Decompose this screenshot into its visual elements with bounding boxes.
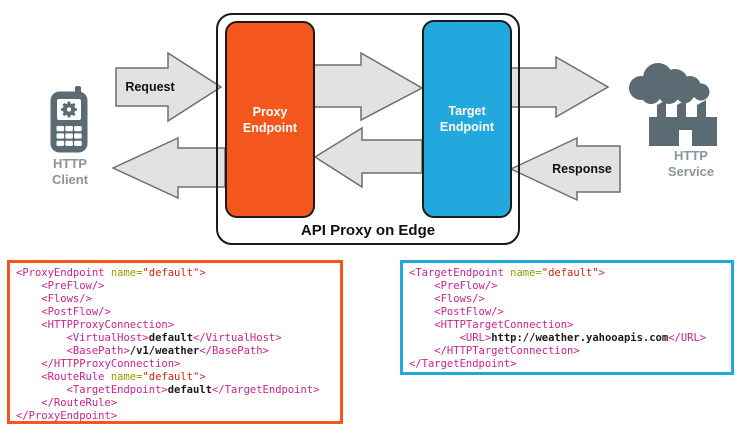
code-line: <URL>http://weather.yahooapis.com</URL> [409, 332, 707, 344]
code-line: <ProxyEndpoint name="default"> [16, 267, 206, 279]
target-endpoint-code-block: <TargetEndpoint name="default"> <PreFlow… [400, 260, 734, 375]
proxy-to-target-arrow [312, 51, 424, 122]
api-proxy-container-label: API Proxy on Edge [300, 222, 436, 239]
code-line: <VirtualHost>default</VirtualHost> [16, 332, 282, 344]
code-line: <HTTPTargetConnection> [409, 319, 574, 331]
code-line: <PreFlow/> [409, 280, 498, 292]
code-line: <Flows/> [16, 293, 92, 305]
factory-icon [649, 100, 717, 146]
code-line: <Flows/> [409, 293, 485, 305]
code-line: <PreFlow/> [16, 280, 105, 292]
code-line: <HTTPProxyConnection> [16, 319, 175, 331]
code-line: <RouteRule name="default"> [16, 371, 206, 383]
request-arrow-label: Request [125, 80, 175, 94]
target-endpoint-box: Target Endpoint [422, 20, 512, 218]
request-arrow [115, 51, 223, 123]
proxy-endpoint-label-line2: Endpoint [242, 120, 298, 135]
code-line: </ProxyEndpoint> [16, 410, 118, 422]
http-service-icon [629, 63, 717, 146]
http-service-label-line2: Service [667, 164, 715, 179]
service-request-arrow [509, 55, 610, 119]
http-service-label-line1: HTTP [674, 148, 708, 163]
api-proxy-container: API Proxy on Edge [216, 13, 520, 245]
code-line: </HTTPTargetConnection> [409, 345, 580, 357]
response-arrow-label: Response [552, 162, 612, 176]
code-line: </TargetEndpoint> [409, 358, 517, 370]
target-endpoint-label-line1: Target [448, 104, 486, 118]
code-line: <BasePath>/v1/weather</BasePath> [16, 345, 269, 357]
http-client-icon [50, 86, 88, 153]
response-arrow [509, 136, 621, 202]
http-client-label-line1: HTTP [53, 156, 87, 171]
client-response-arrow [111, 136, 226, 200]
code-line: <PostFlow/> [409, 306, 504, 318]
gear-icon [61, 101, 77, 118]
proxy-endpoint-box: Proxy Endpoint [225, 21, 315, 218]
code-line: <TargetEndpoint>default</TargetEndpoint> [16, 384, 320, 396]
http-client-label: HTTP Client [25, 156, 115, 188]
proxy-endpoint-code-block: <ProxyEndpoint name="default"> <PreFlow/… [7, 260, 343, 424]
code-line: </HTTPProxyConnection> [16, 358, 181, 370]
code-line: <PostFlow/> [16, 306, 111, 318]
proxy-endpoint-label-line1: Proxy [252, 104, 288, 119]
code-line: <TargetEndpoint name="default"> [409, 267, 605, 279]
http-client-label-line2: Client [51, 172, 89, 187]
target-endpoint-label-line2: Endpoint [439, 120, 495, 134]
code-line: </RouteRule> [16, 397, 118, 409]
http-service-label: HTTP Service [646, 148, 736, 180]
keypad [56, 126, 82, 146]
flow-arrows-layer [111, 51, 621, 202]
cloud-icon [629, 63, 710, 104]
